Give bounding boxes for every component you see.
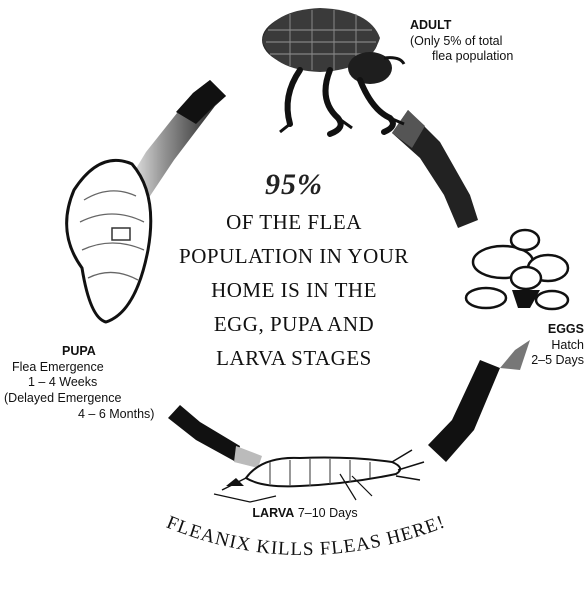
pupa-line-2: 1 – 4 Weeks (4, 375, 174, 391)
eggs-line-1: Hatch (500, 338, 584, 354)
center-line-3: HOME IS IN THE (170, 280, 418, 301)
pupa-line-3: (Delayed Emergence (4, 391, 174, 407)
adult-line-1: (Only 5% of total (410, 34, 550, 50)
eggs-label: EGGS Hatch 2–5 Days (500, 322, 584, 369)
adult-flea-illustration (262, 8, 404, 134)
eggs-illustration (466, 230, 568, 309)
larva-label: LARVA 7–10 Days (240, 506, 370, 522)
larva-duration: 7–10 Days (298, 506, 358, 520)
pupa-title: PUPA (62, 344, 96, 358)
center-line-4: EGG, PUPA AND (170, 314, 418, 335)
adult-line-2: flea population (410, 49, 550, 65)
pupa-line-4: 4 – 6 Months) (4, 407, 174, 423)
center-line-1: OF THE FLEA (170, 212, 418, 233)
pupa-label: PUPA Flea Emergence 1 – 4 Weeks (Delayed… (4, 344, 174, 422)
cycle-arrow-bottom (168, 405, 262, 468)
pupa-line-1: Flea Emergence (4, 360, 174, 376)
center-percent: 95% (170, 168, 418, 202)
adult-title: ADULT (410, 18, 451, 32)
larva-title: LARVA (252, 506, 294, 520)
pupa-illustration (67, 160, 151, 322)
eggs-title: EGGS (548, 322, 584, 336)
adult-label: ADULT (Only 5% of total flea population (410, 18, 550, 65)
center-line-2: POPULATION IN YOUR (170, 246, 418, 267)
center-line-5: LARVA STAGES (170, 348, 418, 369)
eggs-line-2: 2–5 Days (500, 353, 584, 369)
